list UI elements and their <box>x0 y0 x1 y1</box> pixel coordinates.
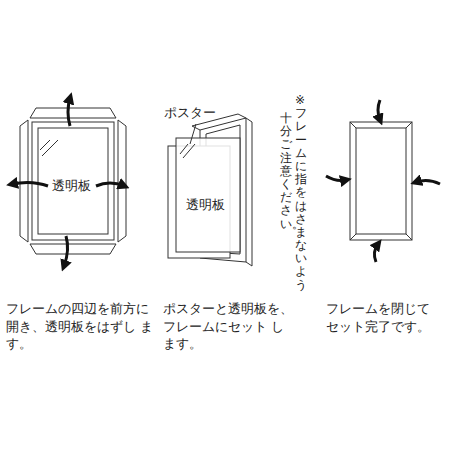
plate-label: 透明板 <box>186 196 225 214</box>
caution-note: 十分ご注意ください。 <box>280 112 292 231</box>
step-caption: フレームの四辺を前方に 開き、透明板をはずし ます。 <box>6 300 156 353</box>
step-caption: ポスターと透明板を、 フレームにセット します。 <box>163 300 293 353</box>
step-caption: フレームを閉じて セット完了です。 <box>326 300 444 335</box>
set-frame <box>168 114 252 266</box>
close-arrows <box>326 100 440 262</box>
open-arrows <box>12 98 124 266</box>
leader-line <box>190 124 196 144</box>
open-frame <box>20 108 126 254</box>
clear-plate <box>176 138 240 252</box>
plate-label: 透明板 <box>50 176 93 196</box>
closed-frame <box>350 122 412 240</box>
part-name: ポスター <box>164 104 216 122</box>
caution-note: ※フレームに指をはさまないよう <box>295 94 307 292</box>
